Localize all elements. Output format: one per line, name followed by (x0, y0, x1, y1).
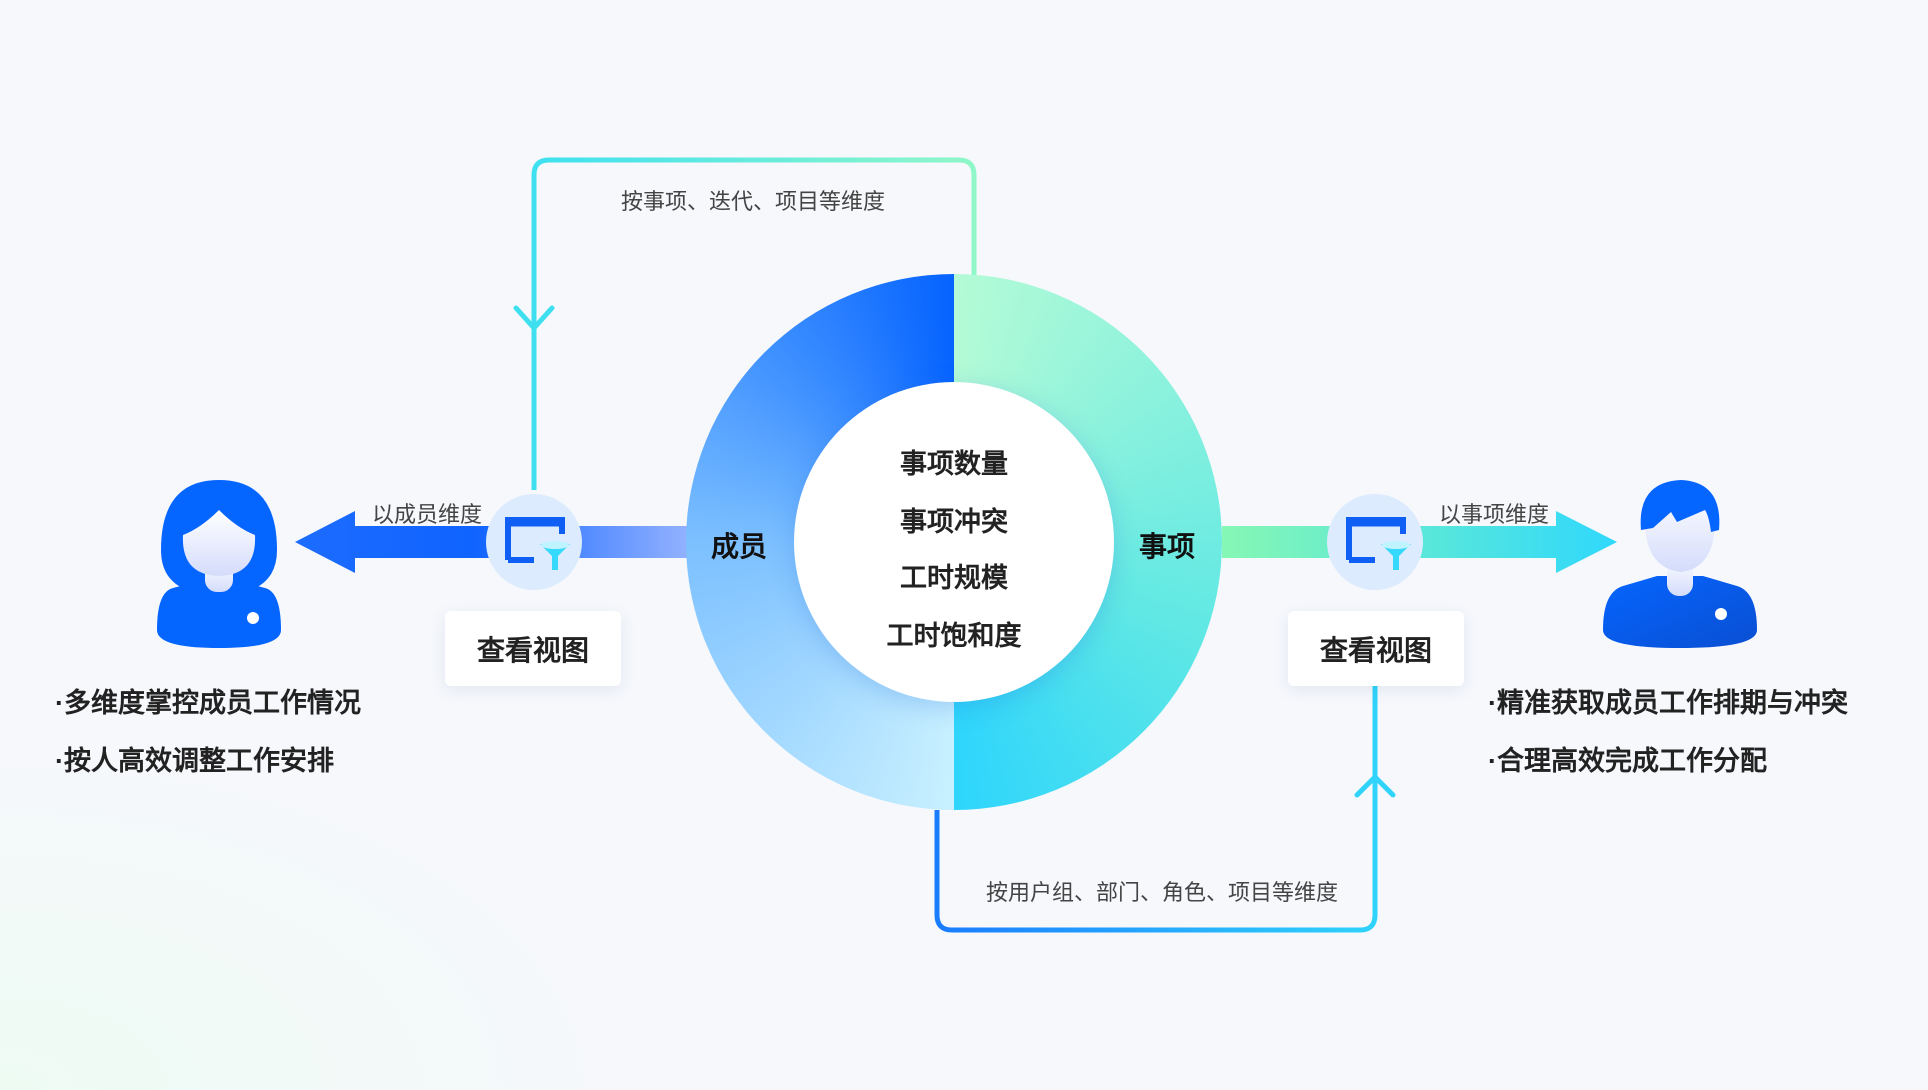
view-button-left[interactable]: 查看视图 (445, 611, 621, 686)
filter-icon (1346, 517, 1411, 570)
center-line: 工时规模 (900, 563, 1008, 593)
ring-center (794, 382, 1114, 702)
right-bullet: ·合理高效完成工作分配 (1488, 746, 1767, 776)
down-arrow-icon (513, 305, 555, 332)
bottom-loop-line (934, 686, 1378, 933)
view-filter-icon[interactable] (486, 494, 582, 590)
ring-label-item: 事项 (1138, 531, 1196, 562)
center-line: 事项冲突 (900, 507, 1008, 537)
right-bullet: ·精准获取成员工作排期与冲突 (1488, 688, 1848, 718)
view-filter-icon[interactable] (1327, 494, 1423, 590)
center-line: 事项数量 (900, 449, 1008, 479)
view-button-right[interactable]: 查看视图 (1288, 611, 1464, 686)
center-line: 工时饱和度 (886, 621, 1022, 651)
left-bullet: ·多维度掌控成员工作情况 (55, 688, 361, 718)
filter-icon (505, 517, 570, 570)
male-member-avatar-icon (1603, 480, 1757, 648)
left-bullet: ·按人高效调整工作安排 (55, 746, 334, 776)
top-loop-label: 按事项、迭代、项目等维度 (620, 189, 886, 214)
up-arrow-icon (1354, 773, 1396, 798)
bottom-loop-label: 按用户组、部门、角色、项目等维度 (985, 880, 1339, 905)
ring-label-member: 成员 (710, 531, 768, 562)
left-arrow-label: 以成员维度 (371, 502, 483, 527)
female-member-avatar-icon (157, 480, 281, 648)
top-loop-line (531, 157, 977, 490)
right-arrow-label: 以事项维度 (1438, 502, 1550, 527)
